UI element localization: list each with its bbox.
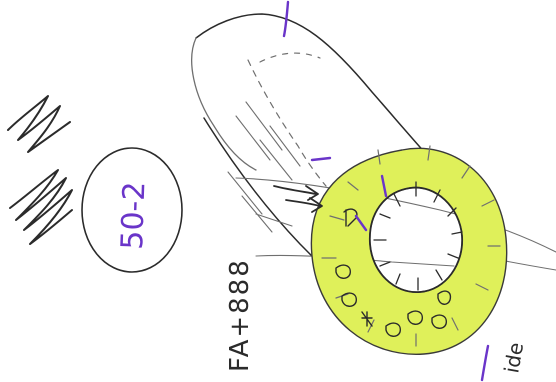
highlighted-ring — [311, 148, 506, 354]
tube-shading — [228, 102, 300, 232]
tube-inner-dashed-edge — [248, 60, 326, 186]
side-label: FA+888 — [225, 258, 255, 372]
purple-mark-tube — [312, 158, 330, 160]
oval-label: 50-2 — [115, 181, 152, 250]
purple-mark-bottom — [482, 346, 488, 380]
corner-label: ide — [499, 341, 528, 375]
zigzag-scribble-top — [8, 96, 70, 152]
tube-top-dashes — [260, 53, 320, 62]
zigzag-scribble-bottom — [10, 170, 72, 244]
arrow-lower — [286, 198, 322, 212]
tube-far-end — [192, 38, 256, 170]
